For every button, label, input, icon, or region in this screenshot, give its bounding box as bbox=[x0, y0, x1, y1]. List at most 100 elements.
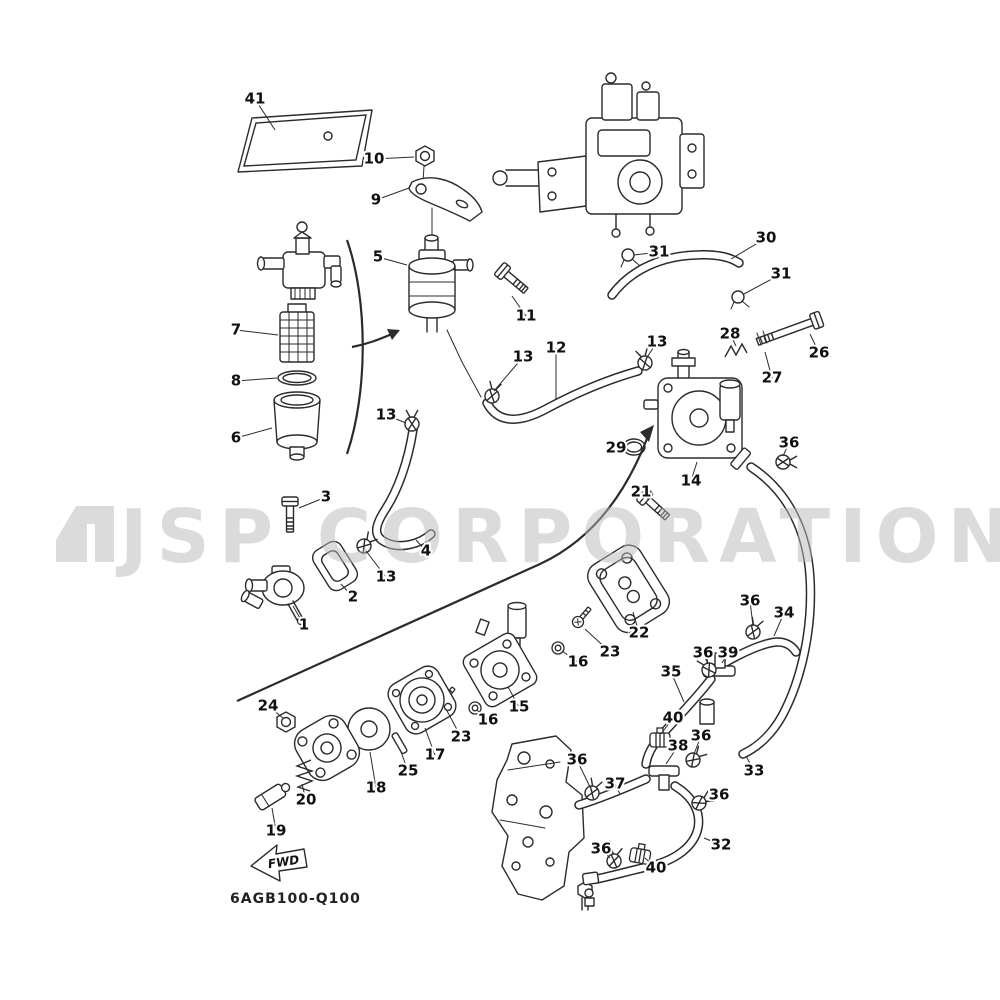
callout-leader-line bbox=[377, 256, 408, 266]
callout-number-8: 8 bbox=[231, 372, 241, 390]
callout-leader-line bbox=[730, 237, 767, 260]
callout-number-36: 36 bbox=[567, 751, 588, 769]
hose-end-fitting bbox=[581, 871, 600, 907]
callout-leader-line bbox=[493, 356, 524, 392]
callout-number-21: 21 bbox=[631, 483, 652, 501]
bolt-11 bbox=[493, 261, 532, 298]
tee-joint-38 bbox=[648, 765, 680, 791]
pump-housing bbox=[293, 714, 361, 782]
callout-leader-line bbox=[254, 98, 276, 131]
callout-leader-line bbox=[809, 333, 820, 354]
callout-number-15: 15 bbox=[509, 698, 530, 716]
callout-number-36: 36 bbox=[691, 727, 712, 745]
joint-16 bbox=[551, 641, 565, 655]
callout-number-40: 40 bbox=[663, 709, 684, 727]
callout-leader-line bbox=[375, 187, 410, 201]
fuel-cock-1 bbox=[240, 565, 306, 626]
callout-leader-line bbox=[644, 857, 657, 869]
callout-number-12: 12 bbox=[546, 339, 567, 357]
fuel-pump-14 bbox=[643, 348, 752, 470]
callout-leader-line bbox=[424, 727, 436, 756]
callout-leader-line bbox=[690, 461, 698, 482]
callout-number-13: 13 bbox=[376, 568, 397, 586]
callout-number-4: 4 bbox=[421, 542, 431, 560]
callout-number-36: 36 bbox=[591, 840, 612, 858]
hose-12 bbox=[487, 371, 638, 419]
clip-31-right bbox=[730, 290, 750, 310]
callout-leader-line bbox=[400, 751, 409, 772]
callout-leader-line bbox=[507, 686, 520, 708]
callout-number-13: 13 bbox=[513, 348, 534, 366]
engine-bracket bbox=[491, 735, 593, 911]
callout-leader-line bbox=[614, 783, 621, 795]
callout-number-37: 37 bbox=[605, 775, 626, 793]
assembly-brace bbox=[345, 239, 400, 455]
callout-leader-line bbox=[301, 783, 307, 801]
callout-number-40: 40 bbox=[646, 859, 667, 877]
filter-head-assembly bbox=[256, 221, 342, 300]
callout-leader-line bbox=[749, 600, 754, 627]
callout-number-25: 25 bbox=[398, 762, 419, 780]
callout-number-3: 3 bbox=[321, 488, 331, 506]
callout-leader-line bbox=[600, 848, 611, 859]
hose-clamp-13 bbox=[404, 409, 420, 432]
callout-number-17: 17 bbox=[425, 746, 446, 764]
callout-leader-line bbox=[365, 550, 387, 578]
callout-number-13: 13 bbox=[647, 333, 668, 351]
gasket-2 bbox=[311, 540, 359, 592]
callout-leader-line bbox=[235, 427, 273, 439]
callout-number-22: 22 bbox=[629, 624, 650, 642]
callout-leader-line bbox=[561, 650, 579, 663]
callout-number-2: 2 bbox=[348, 588, 358, 606]
callout-number-35: 35 bbox=[661, 663, 682, 681]
callout-leader-line bbox=[764, 351, 773, 379]
fitting bbox=[699, 698, 715, 725]
callout-number-6: 6 bbox=[231, 429, 241, 447]
callout-number-34: 34 bbox=[774, 604, 795, 622]
callout-number-26: 26 bbox=[809, 344, 830, 362]
diagram-code: 6AGB100-Q100 bbox=[230, 891, 361, 907]
callout-leader-line bbox=[721, 652, 729, 664]
plunger-19 bbox=[254, 782, 291, 811]
callout-leader-line bbox=[385, 414, 407, 424]
callout-leader-line bbox=[773, 612, 785, 637]
callout-leader-line bbox=[340, 583, 354, 598]
callout-leader-line bbox=[292, 605, 305, 626]
watermark-text: JSP CORPORATION bbox=[115, 494, 1000, 580]
callout-leader-line bbox=[665, 745, 679, 765]
callout-number-30: 30 bbox=[756, 229, 777, 247]
callout-leader-line bbox=[298, 496, 327, 509]
diaphragm-plate-17 bbox=[387, 665, 457, 735]
callout-leader-line bbox=[640, 491, 650, 501]
callout-leader-line bbox=[415, 539, 427, 552]
parts-bag-41 bbox=[237, 109, 373, 173]
callout-leader-line bbox=[615, 446, 624, 449]
callout-number-10: 10 bbox=[364, 150, 385, 168]
callout-leader-line bbox=[693, 735, 702, 755]
fwd-arrow: FWD bbox=[250, 844, 308, 882]
callout-leader-line bbox=[645, 341, 658, 360]
callout-leader-line bbox=[702, 652, 709, 665]
callout-number-23: 23 bbox=[451, 728, 472, 746]
callout-number-16: 16 bbox=[568, 653, 589, 671]
filter-cup-6 bbox=[273, 391, 321, 461]
hose-clamp-36 bbox=[743, 615, 766, 642]
callout-leader-line bbox=[373, 156, 415, 160]
callout-number-32: 32 bbox=[711, 836, 732, 854]
callout-leader-line bbox=[660, 717, 674, 735]
watermark: JSP CORPORATION bbox=[56, 494, 1000, 580]
hose-clamp-36 bbox=[775, 454, 798, 470]
callout-number-33: 33 bbox=[744, 762, 765, 780]
callout-number-9: 9 bbox=[371, 191, 381, 209]
callout-number-36: 36 bbox=[693, 644, 714, 662]
callout-number-28: 28 bbox=[720, 325, 741, 343]
callout-leader-line bbox=[235, 329, 279, 336]
o-ring-8 bbox=[277, 370, 317, 386]
callout-leader-line bbox=[267, 705, 284, 719]
fuel-pump-5 bbox=[408, 234, 482, 398]
callout-leader-line bbox=[511, 295, 527, 317]
callout-leader-line bbox=[445, 708, 462, 738]
